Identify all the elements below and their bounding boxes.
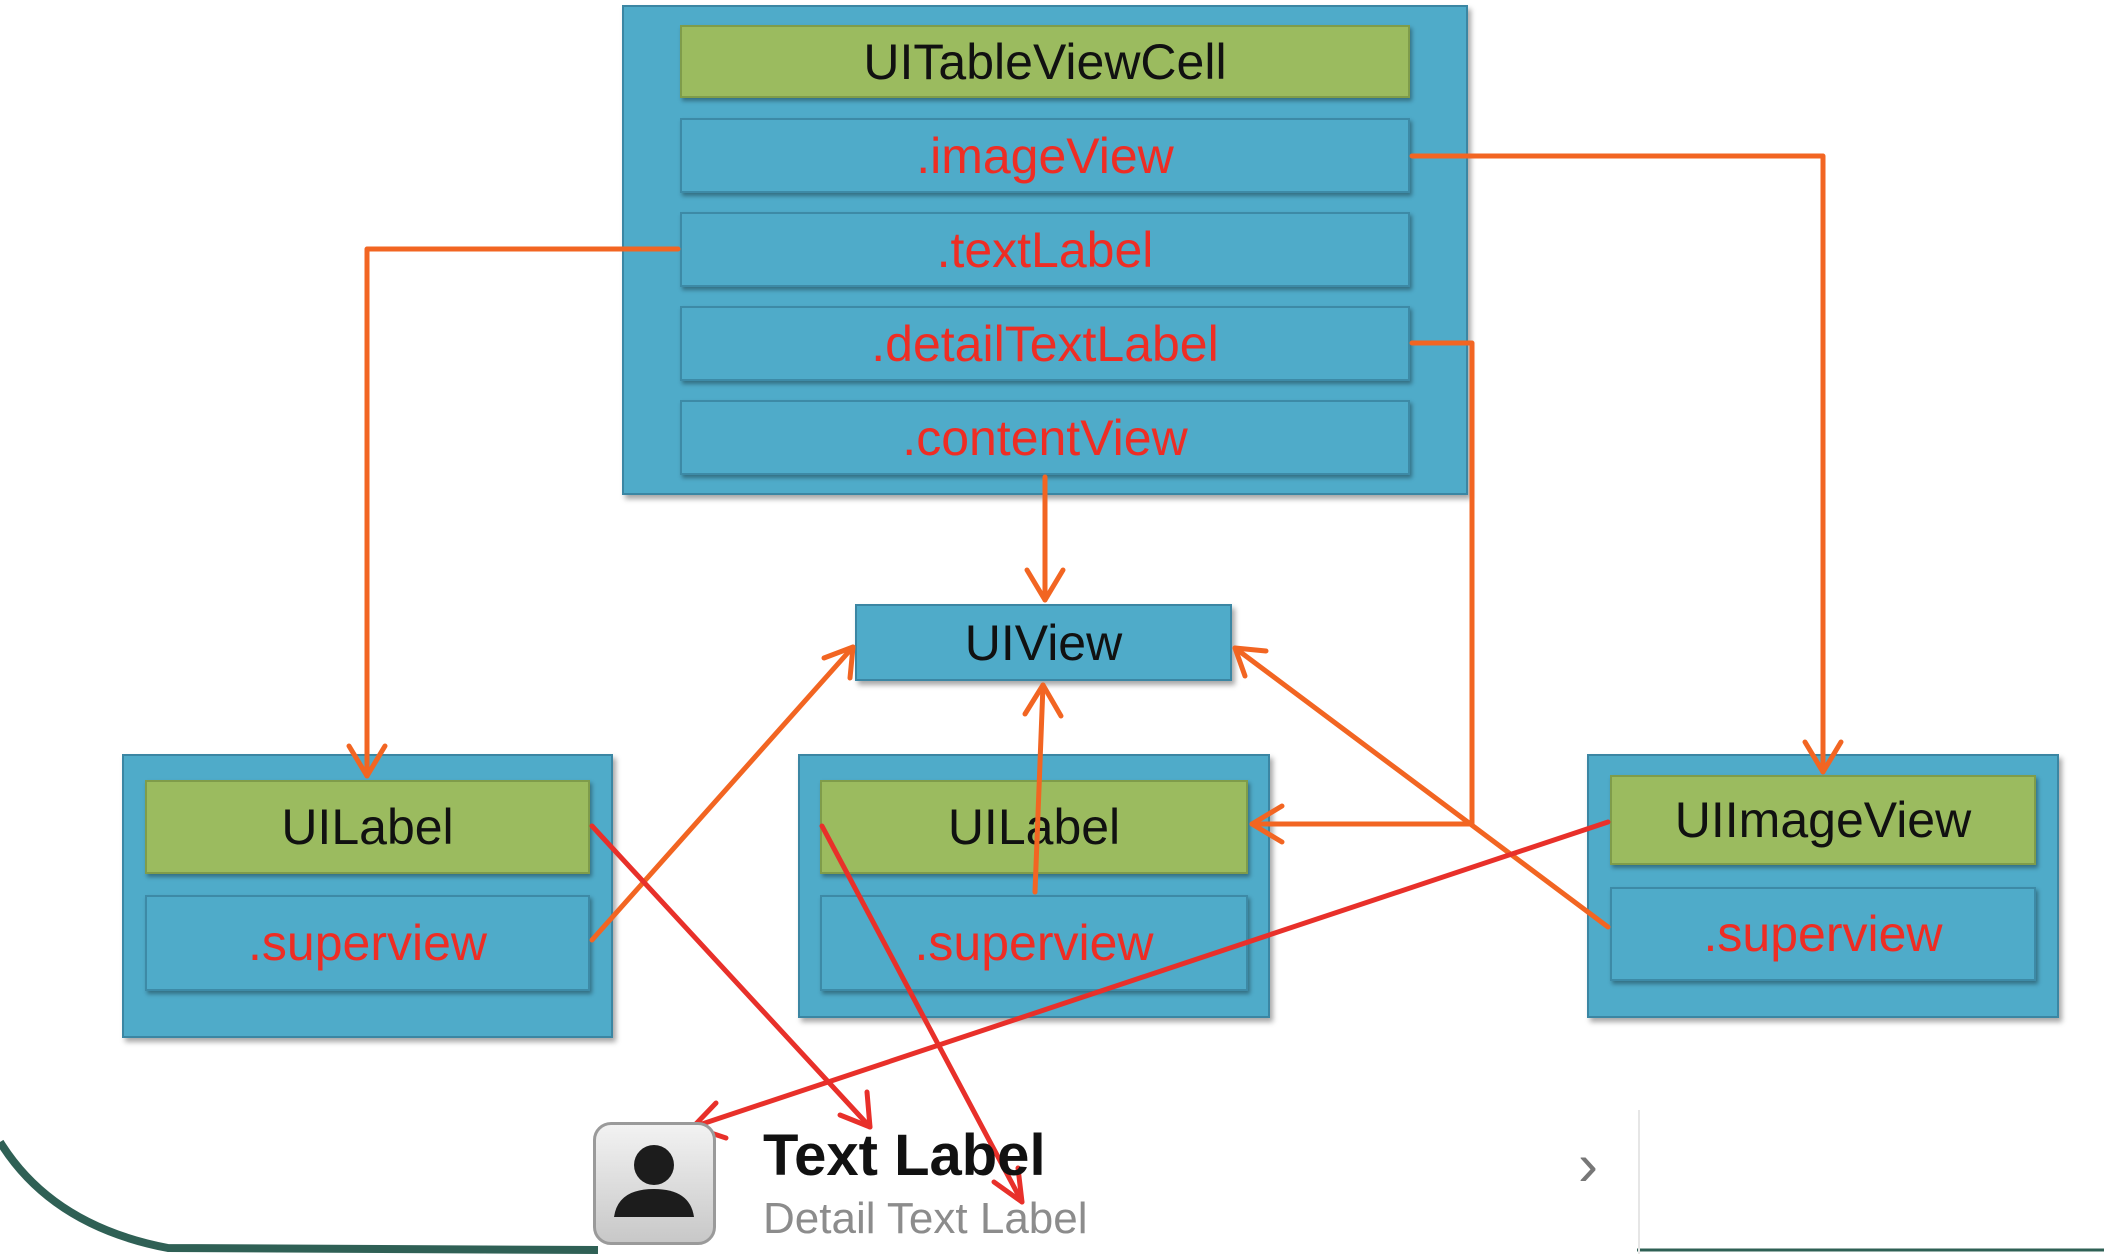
arrow-imageview-superview-to-uiview [1232,645,1611,930]
property-text-label: .textLabel [680,212,1410,287]
middle-uilabel-title: UILabel [820,780,1248,874]
left-uilabel-superview: .superview [145,895,590,991]
chevron-right-icon[interactable]: › [1578,1131,1598,1198]
uiview-box: UIView [855,604,1232,681]
cell-detail-text-label: Detail Text Label [763,1194,1088,1243]
cell-right-divider [1638,1110,1640,1254]
property-image-view: .imageView [680,118,1410,193]
property-content-view: .contentView [680,400,1410,475]
table-view-cell-title: UITableViewCell [680,25,1410,98]
arrow-uiimageview-to-avatar [690,819,1611,1130]
arrowhead-detail-label [991,1165,1025,1205]
arrowhead-text-label [837,1089,873,1130]
arrow-middle-superview-to-uiview [1032,682,1046,895]
arrow-middle-uilabel-to-detail-label [819,823,1025,1205]
arrowhead-uiview-bottom [1022,682,1064,719]
arrowhead-uiview-right [1232,645,1269,679]
arrowhead-left-uilabel [346,743,388,779]
arrowhead-uiview-top [1024,567,1066,603]
person-silhouette-icon [593,1122,716,1245]
arrowhead-uiview-left [821,644,856,681]
arrowhead-middle-uilabel [1249,803,1285,845]
middle-uilabel-superview: .superview [820,895,1248,991]
cell-text-label: Text Label [763,1123,1046,1188]
arrow-detailtextlabel-to-middle-uilabel [1249,340,1475,827]
image-view-title: UIImageView [1610,775,2036,865]
arrow-left-superview-to-uiview [589,644,856,943]
image-view-superview: .superview [1610,887,2036,981]
left-uilabel-title: UILabel [145,780,590,874]
property-detail-text-label: .detailTextLabel [680,306,1410,381]
arrow-left-uilabel-to-text-label [589,823,873,1130]
slide-corner-curve [0,1139,599,1254]
table-cell-preview[interactable]: Text Label Detail Text Label › [593,1110,1640,1254]
arrow-imageview-to-uiimageview [1409,153,1826,775]
arrow-textlabel-to-left-uilabel [364,246,681,779]
arrowhead-uiimageview [1802,739,1844,775]
